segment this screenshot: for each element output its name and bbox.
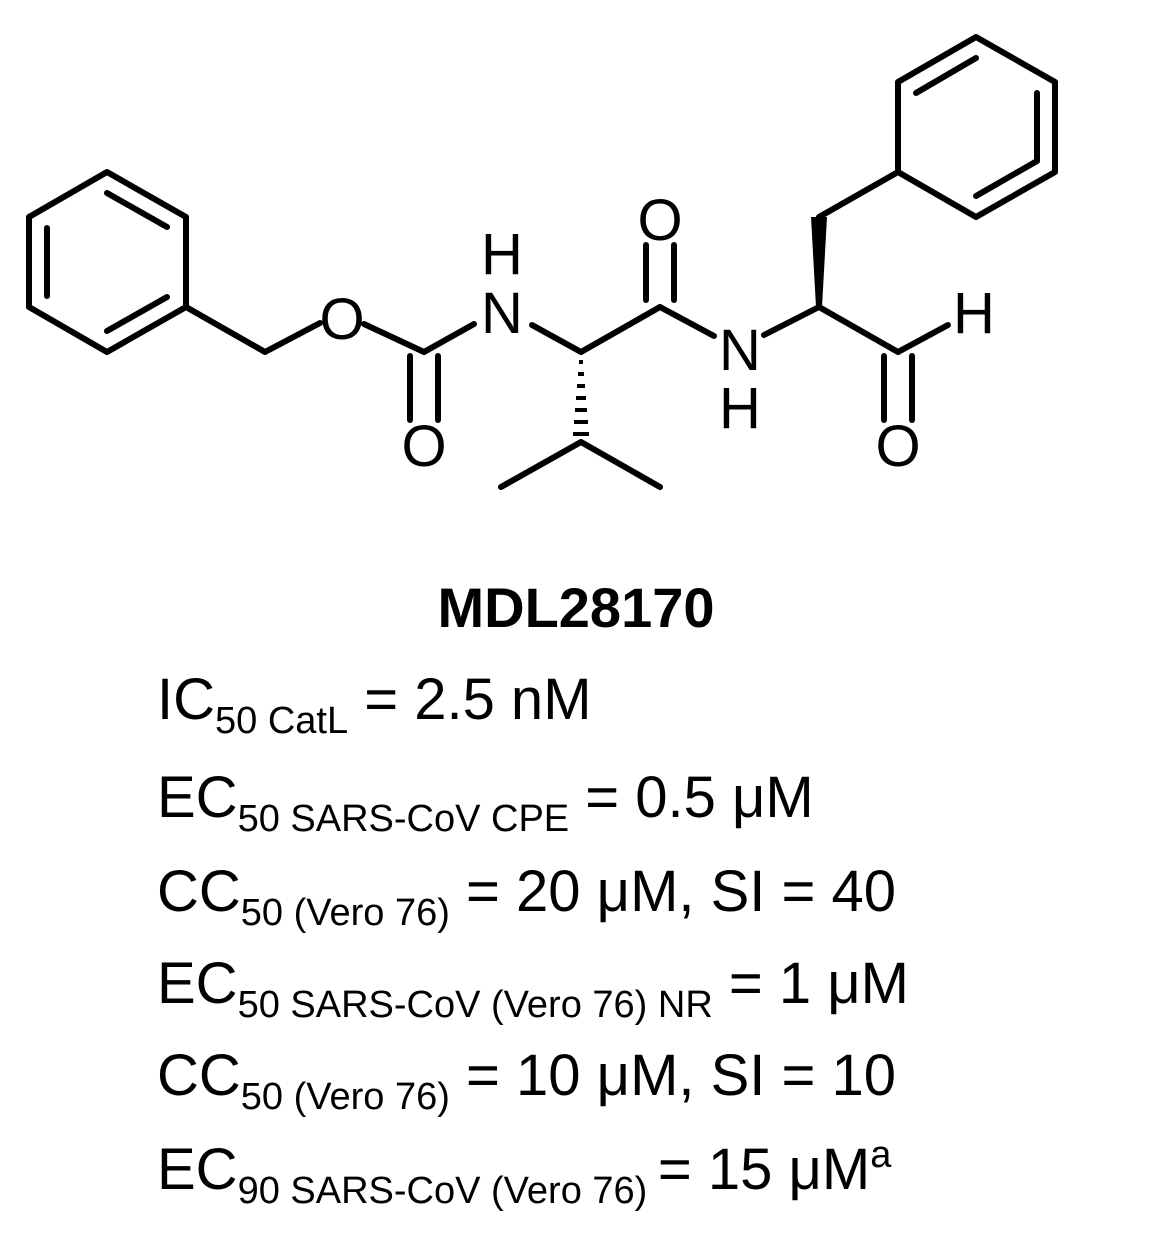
valine-residue [498,242,717,490]
activity-line-ic50-catl: IC50 CatL = 2.5 nM [157,667,592,742]
atom-o-aldehyde: O [875,414,920,479]
hashed-wedge-bond [573,360,589,436]
atom-h-aldehyde: H [953,281,995,346]
carbamate-chain [183,304,477,423]
atom-h-amide2: H [719,376,761,441]
atom-o-carbamate: O [319,287,364,352]
activity-line-cc50-2: CC50 (Vero 76) = 10 μM, SI = 10 [157,1043,897,1118]
activity-line-cc50-1: CC50 (Vero 76) = 20 μM, SI = 40 [157,859,897,934]
solid-wedge-bond [811,217,827,307]
atom-n-amide1: N [481,281,523,346]
phenylalaninal-residue [761,169,951,423]
phenyl-ring [895,34,1058,220]
atom-o-amide: O [637,188,682,253]
activity-line-ec50-nr: EC50 SARS-CoV (Vero 76) NR = 1 μM [157,951,909,1026]
benzyl-ring [26,169,189,355]
activity-line-ec50-cpe: EC50 SARS-CoV CPE = 0.5 μM [157,765,814,840]
activity-line-ec90: EC90 SARS-CoV (Vero 76) = 15 μMa [157,1134,892,1212]
compound-name: MDL28170 [437,576,715,639]
atom-n-amide2: N [719,318,761,383]
chemical-structure: O O N H O N H H O [26,34,1058,490]
footnote-marker: a [870,1134,892,1176]
atom-o-carbonyl: O [401,414,446,479]
atom-h-amide1: H [481,222,523,287]
